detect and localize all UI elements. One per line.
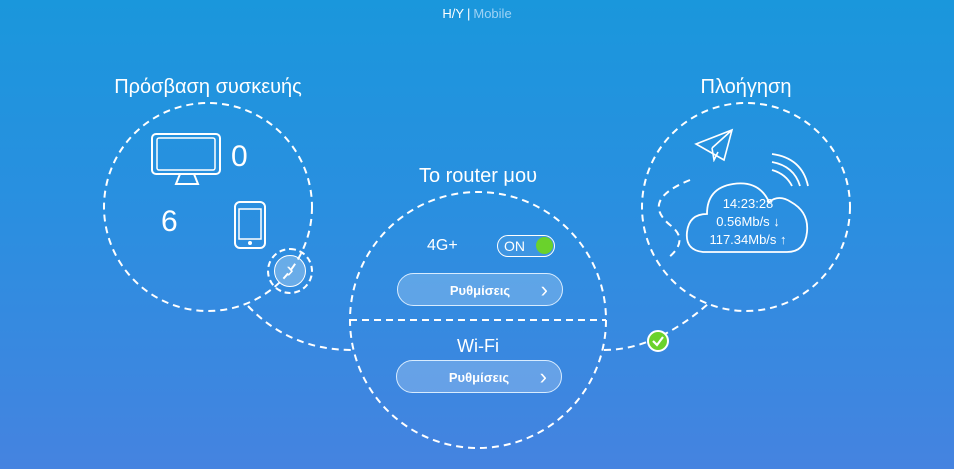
device-access-circle [103,102,313,312]
cloud-icon [685,182,809,253]
toggle-label: ON [504,238,525,254]
wifi-label: Wi-Fi [457,336,499,356]
browsing-circle [641,102,851,312]
mode-desktop[interactable]: H/Y [442,6,464,21]
mode-separator: | [466,6,471,21]
connection-status-badge [647,330,669,352]
mobile-settings-button[interactable]: Ρυθμίσεις › [397,273,563,306]
mode-switch: H/Y|Mobile [0,6,954,21]
current-time: 14:23:28 [722,196,774,211]
paper-plane-icon [694,128,734,162]
chevron-right-icon: › [274,255,306,287]
phone-icon [234,201,266,249]
device-details-button[interactable]: › [267,248,313,294]
toggle-knob [536,237,553,254]
chevron-right-icon: › [540,277,548,302]
download-speed: 117.34Mb/s ↑ [709,232,787,247]
router-title: To router μου [418,165,538,187]
mobile-count: 6 [161,205,178,238]
pc-count: 0 [231,140,248,173]
browsing-title: Πλοήγηση [700,76,792,98]
mobile-data-toggle[interactable]: ON [497,235,555,257]
signal-icon [771,153,809,187]
browsing-stats: 14:23:28 0.56Mb/s ↓ 117.34Mb/s ↑ [690,195,806,249]
plane-trail [657,179,691,259]
monitor-icon [151,133,221,185]
mobile-data-label: 4G+ [427,237,458,254]
device-router-link [247,305,353,351]
wifi-settings-label: Ρυθμίσεις [448,370,510,385]
mobile-settings-label: Ρυθμίσεις [449,283,511,298]
chevron-right-icon: › [539,364,547,389]
mode-mobile-link[interactable]: Mobile [473,6,512,21]
wifi-settings-button[interactable]: Ρυθμίσεις › [396,360,562,393]
check-icon [652,336,664,347]
device-access-title: Πρόσβαση συσκευής [114,76,302,98]
upload-speed: 0.56Mb/s ↓ [716,214,780,229]
